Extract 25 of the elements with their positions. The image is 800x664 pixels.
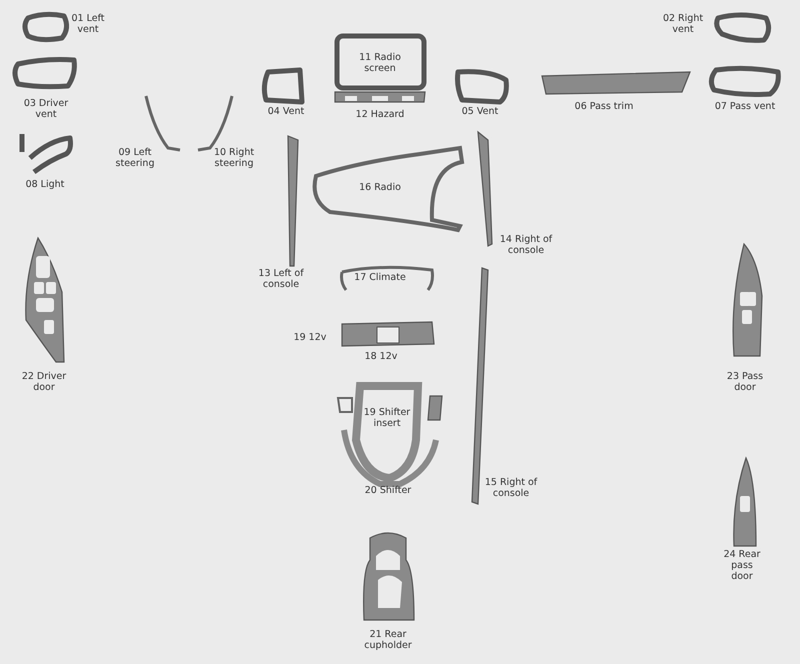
part-label: 20 Shifter bbox=[364, 485, 412, 496]
part-label: 05 Vent bbox=[460, 106, 500, 117]
part-label: 07 Pass vent bbox=[714, 101, 776, 112]
part-label: 11 Radio screen bbox=[358, 52, 402, 74]
part-label: 04 Vent bbox=[266, 106, 306, 117]
part-label: 16 Radio bbox=[358, 182, 402, 193]
part-label: 06 Pass trim bbox=[574, 101, 634, 112]
part-label: 18 12v bbox=[364, 351, 398, 362]
part-label: 19 12v bbox=[292, 332, 328, 343]
part-label: 17 Climate bbox=[353, 272, 407, 283]
part-label: 09 Left steering bbox=[114, 147, 156, 169]
part-label: 14 Right of console bbox=[498, 234, 554, 256]
part-label: 03 Driver vent bbox=[22, 98, 70, 120]
part-label: 13 Left of console bbox=[257, 268, 305, 290]
part-label: 21 Rear cupholder bbox=[363, 629, 413, 651]
part-label: 23 Pass door bbox=[726, 371, 764, 393]
part-label: 24 Rear pass door bbox=[722, 549, 762, 582]
part-label: 02 Right vent bbox=[662, 13, 704, 35]
part-label: 19 Shifter insert bbox=[362, 407, 412, 429]
part-label: 01 Left vent bbox=[70, 13, 106, 35]
part-label: 10 Right steering bbox=[212, 147, 256, 169]
part-label: 08 Light bbox=[24, 179, 66, 190]
part-label: 15 Right of console bbox=[484, 477, 538, 499]
part-label: 22 Driver door bbox=[20, 371, 68, 393]
part-label: 12 Hazard bbox=[354, 109, 406, 120]
